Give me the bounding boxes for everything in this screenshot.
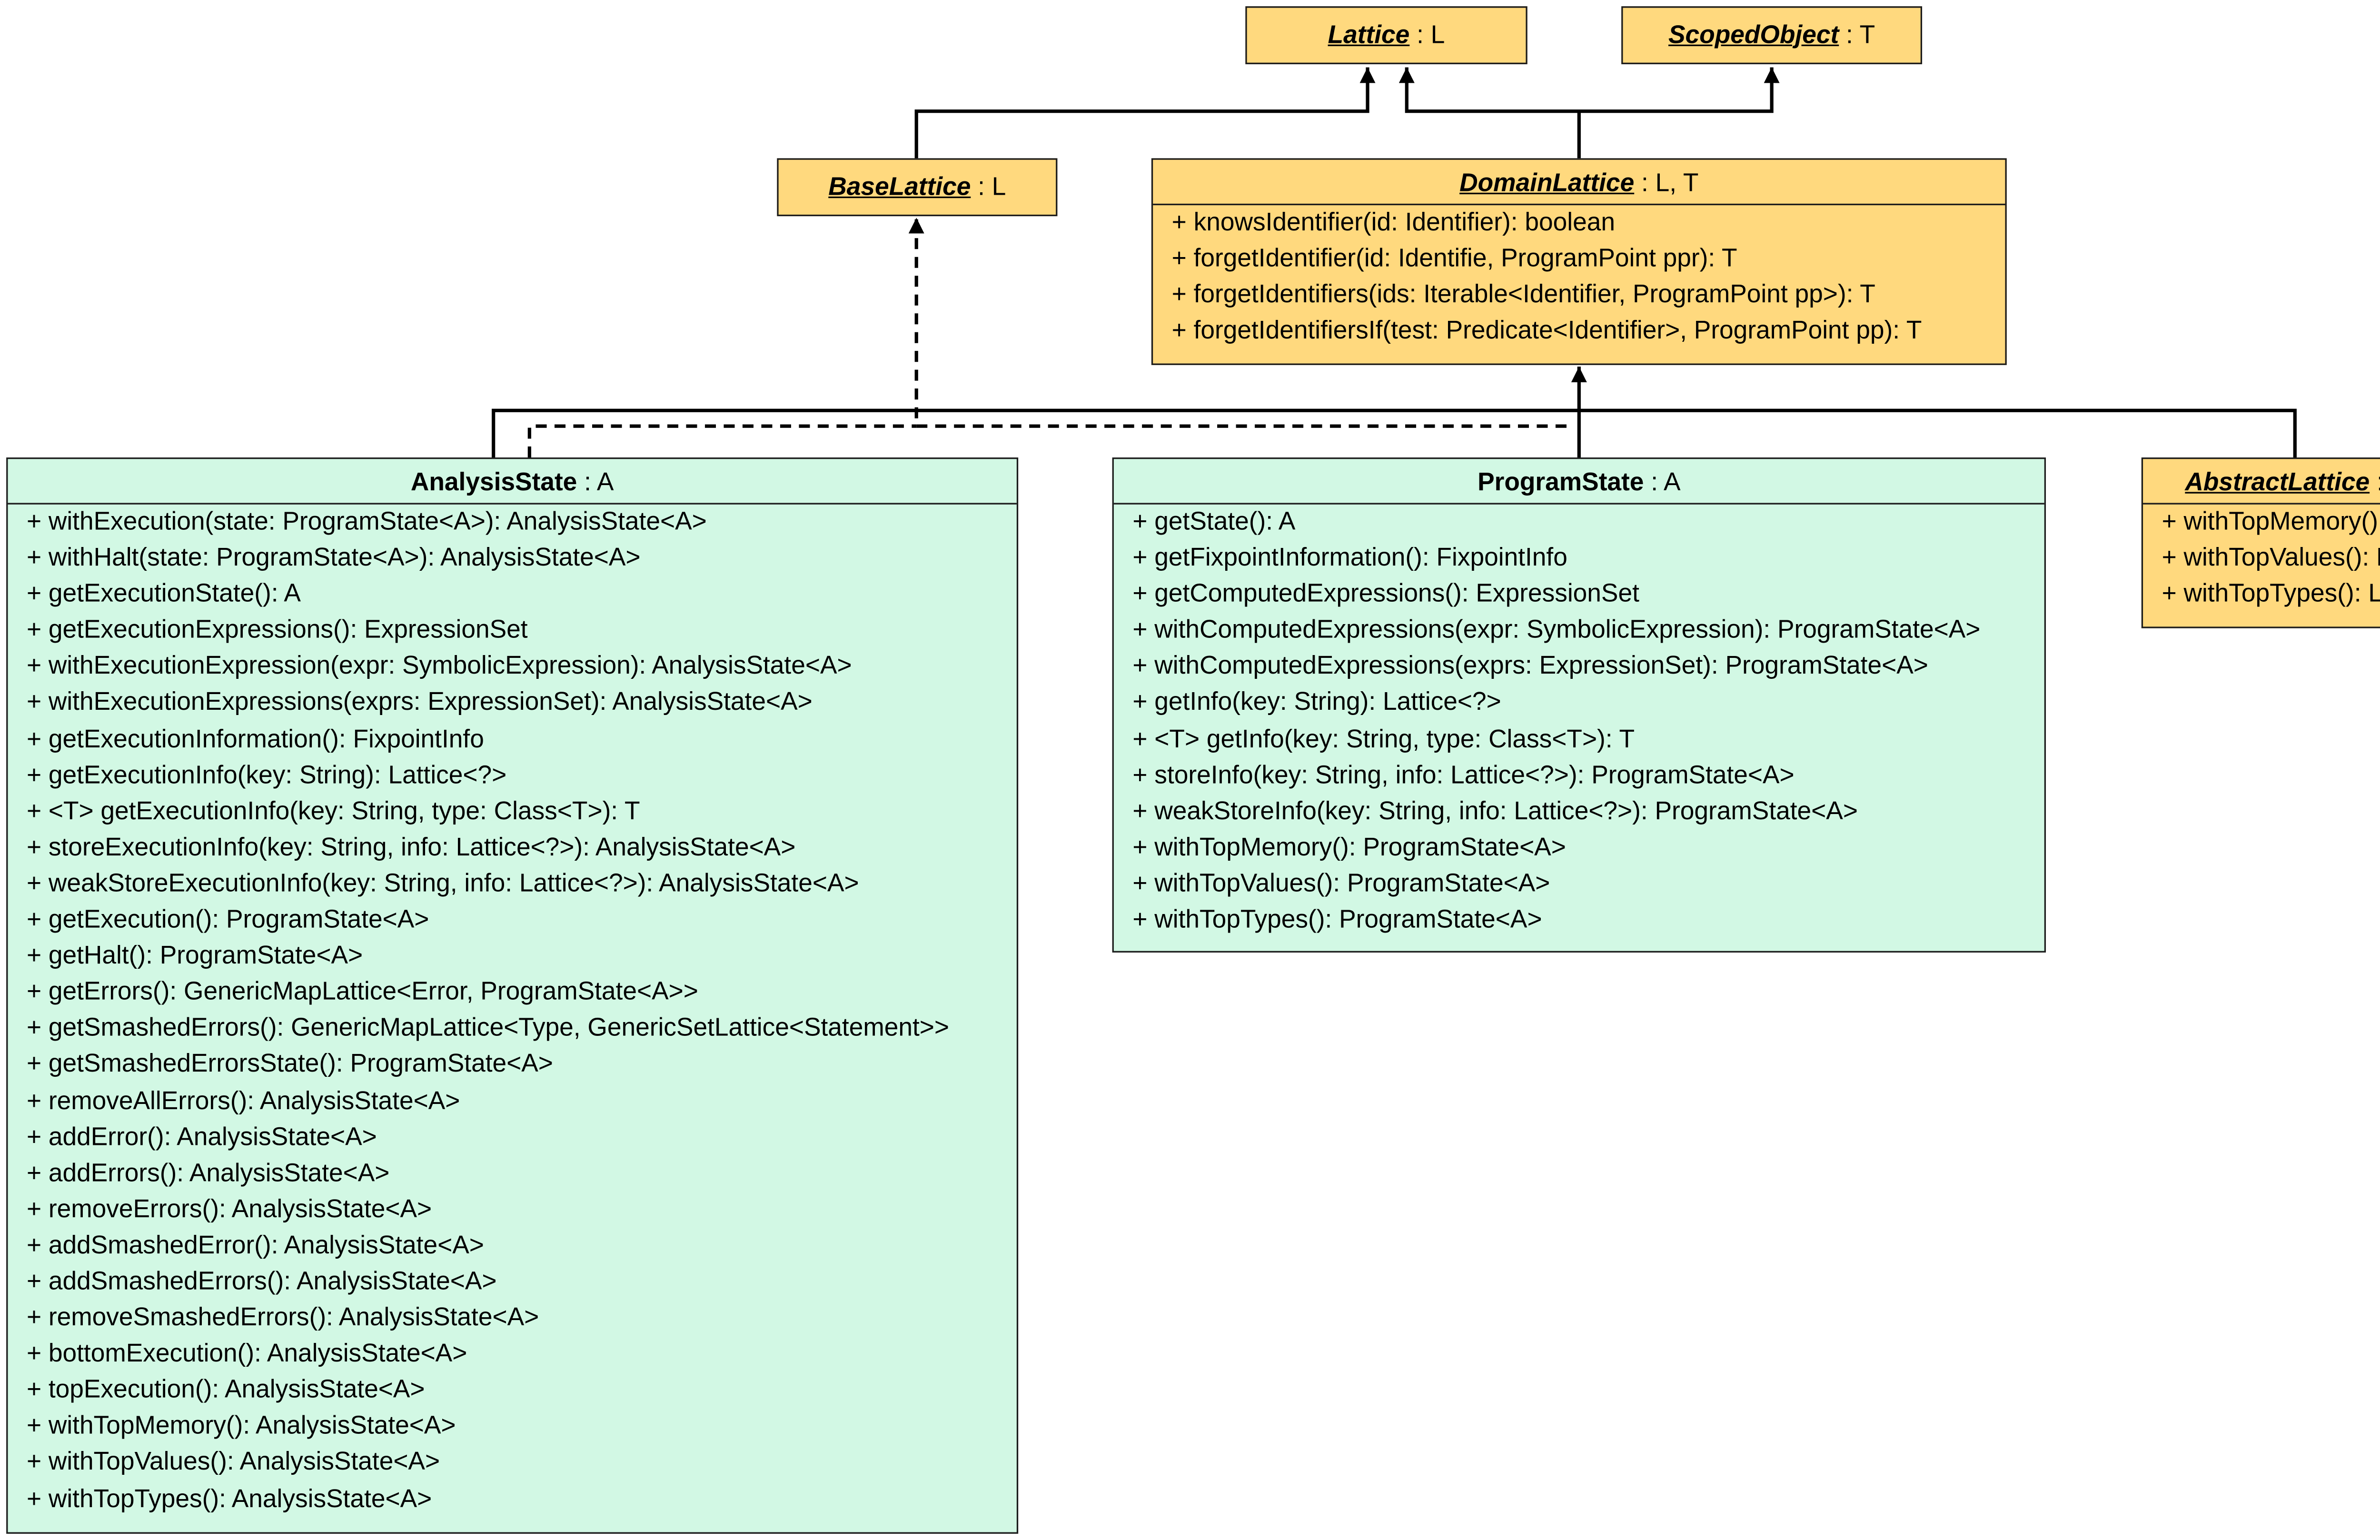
method: + addSmashedErrors(): AnalysisState<A> [26,1267,497,1296]
method: + knowsIdentifier(id: Identifier): boole… [1171,208,1616,237]
class-header: Lattice : L [1328,20,1445,49]
method: + removeErrors(): AnalysisState<A> [26,1195,432,1223]
method: + forgetIdentifiersIf(test: Predicate<Id… [1171,317,1922,345]
type-parameter: L [992,172,1006,201]
method: + getSmashedErrorsState(): ProgramState<… [26,1050,553,1079]
method: + withTopValues(): ProgramState<A> [1132,869,1550,898]
method: + withTopMemory(): L [2162,507,2380,536]
class-header: AbstractLattice : L [2143,459,2380,505]
method: + weakStoreInfo(key: String, info: Latti… [1132,797,1858,825]
method: + withComputedExpressions(exprs: Express… [1132,652,1928,681]
method: + removeAllErrors(): AnalysisState<A> [26,1086,460,1115]
method: + withTopMemory(): AnalysisState<A> [26,1412,456,1441]
type-parameter: L [1430,20,1445,49]
class-header: DomainLattice : L, T [1153,160,2005,206]
method: + getSmashedErrors(): GenericMapLattice<… [26,1014,950,1043]
class-name: DomainLattice [1459,169,1635,198]
method: + getErrors(): GenericMapLattice<Error, … [26,978,698,1006]
method: + getExecutionInformation(): FixpointInf… [26,725,484,753]
class-lattice[interactable]: Lattice : L [1245,6,1527,64]
class-name: AnalysisState [410,468,577,497]
edge-domain-lattice-to-lattice [1398,67,1581,159]
method: + addErrors(): AnalysisState<A> [26,1159,390,1187]
edge-program-state-to-base-lattice [908,218,1567,428]
type-parameter: A [1663,468,1681,497]
method: + topExecution(): AnalysisState<A> [26,1376,425,1404]
method: + addError(): AnalysisState<A> [26,1123,377,1151]
method: + getInfo(key: String): Lattice<?> [1132,688,1501,717]
class-header: BaseLattice : L [828,172,1006,201]
method: + withExecutionExpressions(exprs: Expres… [26,688,813,717]
class-header: AnalysisState : A [8,459,1017,505]
class-abstract-lattice[interactable]: AbstractLattice : L + withTopMemory(): L… [2141,457,2380,628]
method: + storeInfo(key: String, info: Lattice<?… [1132,761,1795,789]
class-name: AbstractLattice [2185,468,2370,497]
method: + addSmashedError(): AnalysisState<A> [26,1231,484,1260]
class-header: ProgramState : A [1113,459,2044,505]
method: + <T> getExecutionInfo(key: String, type… [26,797,640,825]
method: + getExecutionState(): A [26,580,301,608]
method: + getState(): A [1132,507,1296,536]
class-program-state[interactable]: ProgramState : A + getState(): A + getFi… [1112,457,2046,953]
method: + withTopValues(): AnalysisState<A> [26,1448,440,1477]
method: + <T> getInfo(key: String, type: Class<T… [1132,725,1635,753]
method: + forgetIdentifier(id: Identifie, Progra… [1171,244,1737,273]
edge-base-lattice-to-lattice [914,67,1376,159]
class-domain-lattice[interactable]: DomainLattice : L, T + knowsIdentifier(i… [1151,158,2007,365]
method: + weakStoreExecutionInfo(key: String, in… [26,869,859,898]
edge-abstract-lattice-to-domain-lattice [1579,408,2297,457]
method: + withComputedExpressions(expr: Symbolic… [1132,616,1981,645]
method: + withTopValues(): L [2162,544,2380,572]
member-list: + knowsIdentifier(id: Identifier): boole… [1153,205,2005,350]
method: + storeExecutionInfo(key: String, info: … [26,833,796,862]
class-name: BaseLattice [828,172,971,201]
method: + removeSmashedErrors(): AnalysisState<A… [26,1303,539,1332]
method: + forgetIdentifiers(ids: Iterable<Identi… [1171,280,1875,309]
class-name: ProgramState [1478,468,1644,497]
class-scoped-object[interactable]: ScopedObject : T [1621,6,1923,64]
edge-analysis-state-to-domain-lattice [492,408,1579,457]
method: + withTopTypes(): ProgramState<A> [1132,905,1542,934]
class-analysis-state[interactable]: AnalysisState : A + withExecution(state:… [6,457,1019,1534]
method: + getHalt(): ProgramState<A> [26,942,363,970]
class-name: Lattice [1328,20,1410,49]
edge-domain-lattice-to-scoped-object [1579,67,1780,113]
class-header: ScopedObject : T [1668,20,1875,49]
method: + bottomExecution(): AnalysisState<A> [26,1340,467,1368]
class-name: ScopedObject [1668,20,1839,49]
method: + withExecutionExpression(expr: Symbolic… [26,652,852,681]
method: + getExecutionInfo(key: String): Lattice… [26,761,507,789]
member-list: + withTopMemory(): L + withTopValues(): … [2143,505,2380,613]
type-parameter: T [1859,20,1875,49]
class-base-lattice[interactable]: BaseLattice : L [777,158,1058,217]
type-parameter: A [596,468,614,497]
method: + getFixpointInformation(): FixpointInfo [1132,544,1567,572]
method: + withTopMemory(): ProgramState<A> [1132,833,1566,862]
type-parameter: L, T [1655,169,1699,198]
edge-analysis-state-to-base-lattice [527,424,917,457]
method: + withTopTypes(): L [2162,580,2380,608]
member-list: + getState(): A + getFixpointInformation… [1114,505,2044,939]
method: + withExecution(state: ProgramState<A>):… [26,507,707,536]
member-list: + withExecution(state: ProgramState<A>):… [8,505,1016,1518]
method: + getExecution(): ProgramState<A> [26,905,429,934]
method: + withHalt(state: ProgramState<A>): Anal… [26,544,641,572]
method: + getComputedExpressions(): ExpressionSe… [1132,580,1639,608]
method: + withTopTypes(): AnalysisState<A> [26,1484,432,1513]
method: + getExecutionExpressions(): ExpressionS… [26,616,528,645]
